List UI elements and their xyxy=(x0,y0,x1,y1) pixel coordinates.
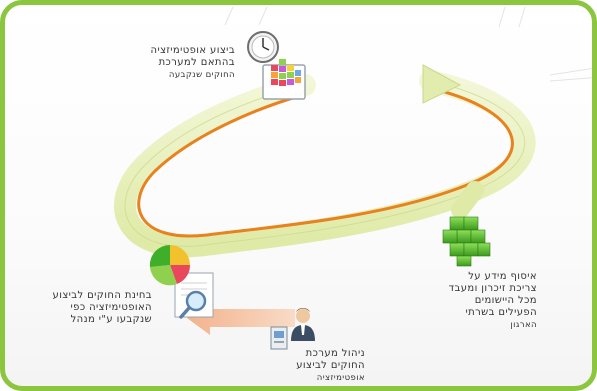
step-text: בחינת החוקים לביצוע xyxy=(52,290,152,301)
step-text: החוקים שנקבעה xyxy=(168,70,235,80)
step-text: אופטימיזציה xyxy=(316,373,365,383)
cycle-diagram xyxy=(114,6,592,350)
step-label-manage: ניהול מערכת החוקים לביצוע אופטימיזציה xyxy=(296,348,365,384)
step-text: בהתאם למערכת xyxy=(158,57,235,68)
cycle-ring xyxy=(114,64,536,258)
step-text: ביצוע אופטימיזציה xyxy=(150,45,235,56)
step-text: הפעילים בשרתי xyxy=(465,307,537,318)
background-lines xyxy=(224,6,592,82)
pie-chart-magnifier-icon xyxy=(149,244,214,319)
step-text: האופטימיזציה כפי xyxy=(70,302,152,313)
step-text: מכל היישומים xyxy=(474,295,537,306)
step-label-review: בחינת החוקים לביצוע האופטימיזציה כפי שנק… xyxy=(53,290,152,326)
clock-and-blocks-icon xyxy=(247,31,306,100)
flow-arrow-left xyxy=(187,301,295,335)
step-text: החוקים לביצוע xyxy=(296,360,365,371)
step-label-performance: ביצוע אופטימיזציה בהתאם למערכת החוקים שנ… xyxy=(151,45,235,81)
step-text: צריכת זיכרון ומעבד xyxy=(448,283,537,294)
admin-user-icon xyxy=(270,308,315,350)
step-text: הארגון xyxy=(510,320,537,330)
step-label-collect: איסוף מידע על צריכת זיכרון ומעבד מכל היי… xyxy=(449,271,537,331)
step-text: איסוף מידע על xyxy=(468,271,537,282)
step-text: שנקבעו ע"י מנהל xyxy=(70,314,152,325)
step-text: ניהול מערכת xyxy=(305,348,365,359)
green-cubes-icon xyxy=(442,216,491,267)
